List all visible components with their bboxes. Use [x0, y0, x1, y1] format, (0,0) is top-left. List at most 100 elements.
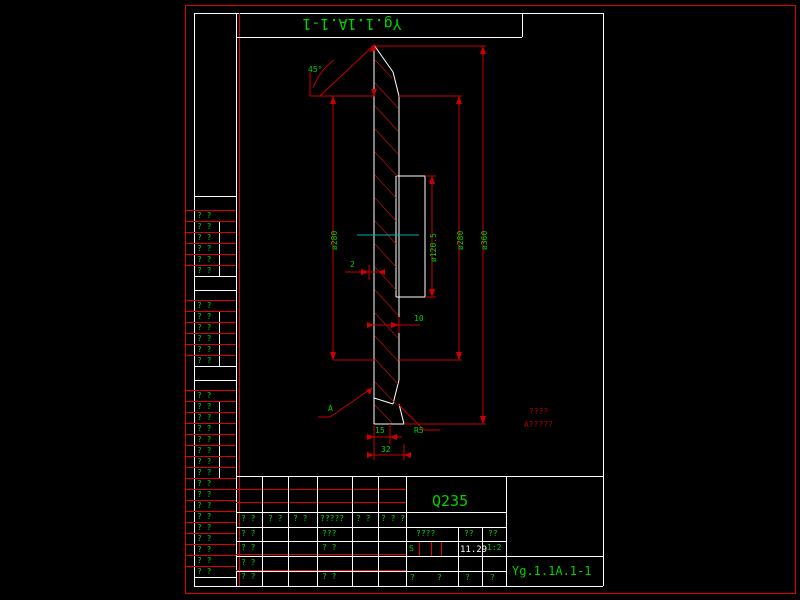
approval-header-cell: ????: [416, 529, 436, 538]
rev-g3-r15: [186, 555, 236, 556]
rev-g1-r5: [186, 265, 236, 266]
parts-row-cell: ? ?: [322, 572, 337, 581]
dim-radius-r5: R5: [414, 426, 424, 435]
parts-col-1: [262, 476, 263, 586]
rev-cell: ? ?: [197, 266, 212, 275]
rev-cell: ? ?: [197, 334, 212, 343]
parts-rule-3: [236, 527, 506, 528]
parts-col-4: [352, 476, 353, 586]
rev-g3-r3: [186, 423, 236, 424]
rev-g2-r5: [186, 355, 236, 356]
rev-g1-r1: [186, 221, 236, 222]
rev-g2-r1: [186, 311, 236, 312]
approval-footer-cell: ?: [410, 573, 415, 582]
rev-g3-r16: [186, 566, 236, 567]
parts-col-3: [317, 476, 318, 586]
parts-col-6: [406, 476, 407, 586]
frame-inner-left: [194, 13, 195, 586]
frame-outer-bottom: [185, 593, 795, 594]
parts-header-cell: ? ?: [293, 514, 308, 523]
titleblock-top: [236, 476, 603, 477]
rev-g3-r2: [186, 412, 236, 413]
rev-cell: ? ?: [197, 222, 212, 231]
rev-cell: ? ?: [197, 457, 212, 466]
material-cell-right: [506, 476, 507, 586]
approval-header-cell: ??: [488, 529, 498, 538]
number-cell-top: [506, 556, 603, 557]
parts-row-cell: ???: [322, 529, 337, 538]
approval-footer-cell: ?: [490, 573, 495, 582]
parts-header-cell: ?????: [320, 514, 345, 523]
parts-row-cell: ? ?: [241, 558, 256, 567]
parts-header-cell: ? ? ?: [381, 514, 406, 523]
parts-rule-1: [236, 489, 406, 490]
parts-col-2: [288, 476, 289, 586]
parts-rule-4: [236, 541, 506, 542]
rev-cell: ? ?: [197, 501, 212, 510]
rev-g3-colsplit: [219, 401, 220, 479]
approval-sheet-code: S: [409, 544, 414, 553]
approval-footer-cell: ?: [465, 573, 470, 582]
rev-cell: ? ?: [197, 413, 212, 422]
rev-g2-r3: [186, 333, 236, 334]
rev-g3-sep: [186, 390, 236, 391]
parts-rule-7: [236, 570, 406, 571]
rev-cell: ? ?: [197, 468, 212, 477]
top-title-box-right: [522, 13, 523, 37]
rev-g1-r4: [186, 254, 236, 255]
parts-row-cell: ? ?: [322, 543, 337, 552]
dim-width-32: 32: [381, 445, 391, 454]
parts-col-5: [378, 476, 379, 586]
approval-footer-cell: ?: [437, 573, 442, 582]
frame-column-divider-red: [239, 13, 240, 586]
rev-g3-r7: [186, 467, 236, 468]
frame-outer-left: [185, 5, 186, 594]
rev-cell: ? ?: [197, 402, 212, 411]
rev-cell: ? ?: [197, 391, 212, 400]
rev-cell: ? ?: [197, 323, 212, 332]
rev-cell: ? ?: [197, 435, 212, 444]
rev-cell: ? ?: [197, 312, 212, 321]
rev-g1-sep: [186, 210, 236, 211]
rev-cell: ? ?: [197, 301, 212, 310]
rev-g3-r14: [186, 544, 236, 545]
rev-cell: ? ?: [197, 534, 212, 543]
rev-g3-r13: [186, 533, 236, 534]
rev-g1-colsplit: [219, 221, 220, 276]
rev-g2-r4: [186, 344, 236, 345]
parts-rule-8: [236, 571, 506, 572]
rev-g3-r11: [186, 511, 236, 512]
rev-g3-r9: [186, 489, 236, 490]
parts-header-rule: [236, 512, 506, 513]
approval-scale: 1:2: [487, 543, 502, 552]
rev-cell: ? ?: [197, 490, 212, 499]
rev-g3-r4: [186, 434, 236, 435]
frame-outer-right: [795, 5, 796, 594]
note-line-2: A?????: [524, 420, 553, 429]
rev-cell: ? ?: [197, 233, 212, 242]
rev-g3-r10: [186, 500, 236, 501]
rev-g3-r5: [186, 445, 236, 446]
dim-dia-120-5: ø120.5: [429, 233, 438, 262]
dim-thickness-2: 2: [350, 260, 355, 269]
parts-rule-2: [236, 502, 406, 503]
parts-row-cell: ? ?: [241, 543, 256, 552]
rev-g2-r2: [186, 322, 236, 323]
dim-angle-45: 45°: [308, 65, 323, 74]
rev-cell: ? ?: [197, 211, 212, 220]
parts-row-cell: ? ?: [241, 572, 256, 581]
dim-thickness-10: 10: [414, 314, 424, 323]
frame-inner-top: [194, 13, 603, 14]
rev-cell: ? ?: [197, 244, 212, 253]
top-title-box-bottom: [236, 37, 522, 38]
dim-width-15: 15: [375, 426, 385, 435]
rev-g3-r12: [186, 522, 236, 523]
parts-rule-5: [236, 554, 406, 555]
parts-row-cell: ? ?: [241, 529, 256, 538]
rev-g1-r3: [186, 243, 236, 244]
rev-g3-r1: [186, 401, 236, 402]
rev-g1-bottom: [194, 276, 236, 277]
parts-rule-6: [236, 556, 506, 557]
rev-cell: ? ?: [197, 424, 212, 433]
